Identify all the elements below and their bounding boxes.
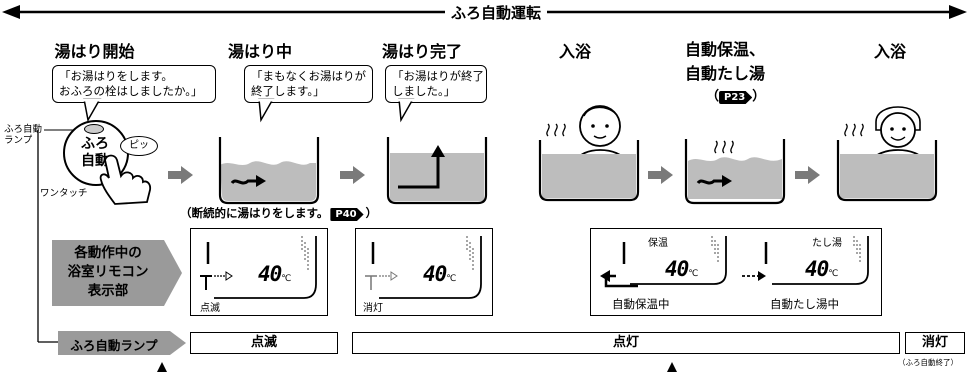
- button-lamp-indicator: [84, 124, 104, 134]
- stage-filling: 湯はり中: [227, 42, 292, 61]
- display-section-sign: [52, 240, 182, 306]
- bathtub-filling-icon: [218, 137, 320, 205]
- page-title: ふろ自動運転: [445, 2, 548, 23]
- display-temp-3: 40℃: [665, 257, 699, 281]
- lamp-row-leader: [37, 130, 58, 343]
- lamp-off-note: （ふろ自動終了）: [898, 358, 958, 367]
- lamp-blink-box: 点滅: [190, 332, 338, 354]
- arrow-right-icon: [168, 166, 193, 184]
- stage-fill-done: 湯はり完了: [381, 42, 462, 61]
- arrow-right-icon: [648, 166, 673, 184]
- bubble-tail-icon: [398, 98, 415, 123]
- display-caption-4: 自動たし湯中: [770, 297, 839, 311]
- remote-display-panel-3: [590, 228, 882, 316]
- arrow-right-icon: [795, 166, 820, 184]
- speech-bubble-start: 「お湯はりをします。 おふろの栓はしましたか。」: [52, 65, 216, 103]
- display-top-label-3: 保温: [648, 238, 668, 249]
- up-mark-icon: [157, 362, 167, 372]
- lamp-label: ふろ自動 ランプ: [4, 124, 43, 146]
- stage-bathing-1: 入浴: [558, 42, 591, 61]
- display-status-1: 点滅: [200, 303, 220, 314]
- stage-fill-start: 湯はり開始: [54, 42, 135, 61]
- bath-auto-button-label: ふろ 自動: [81, 136, 109, 169]
- page-ref-p23: （P23）: [706, 89, 766, 104]
- display-temp-2: 40℃: [423, 262, 457, 286]
- ref-badge: P40: [330, 208, 364, 221]
- arrow-right-icon: [340, 166, 365, 184]
- lamp-off-box: 消灯: [905, 332, 965, 354]
- stage-bathing-2: 入浴: [873, 42, 906, 61]
- display-frame-icon: [600, 236, 727, 288]
- intermittent-note: （断続的に湯はりをします。P40）: [180, 206, 378, 221]
- finger-icon: [99, 154, 152, 205]
- speech-bubble-filling: 「まもなくお湯はりが 終了します。」: [244, 65, 373, 103]
- bathtub-keep-warm-icon: [684, 139, 786, 205]
- bathtub-bathing-person-icon: [836, 106, 938, 202]
- bathtub-full-icon: [386, 137, 488, 205]
- display-frame-icon: [200, 236, 317, 299]
- display-top-label-4: たし湯: [812, 238, 842, 249]
- display-temp-1: 40℃: [258, 262, 292, 286]
- one-touch-label: ワンタッチ: [40, 188, 88, 199]
- speech-bubble-done: 「お湯はりが終了 しました。」: [385, 65, 487, 103]
- display-status-2: 消灯: [363, 303, 383, 314]
- ref-badge: P23: [719, 91, 753, 104]
- display-frame-icon: [365, 236, 482, 299]
- bubble-tail-icon: [83, 98, 102, 123]
- display-section-label: 各動作中の 浴室リモコン 表示部: [67, 245, 149, 299]
- display-caption-3: 自動保温中: [612, 297, 670, 311]
- lamp-row-label: ふろ自動ランプ: [70, 338, 158, 353]
- lamp-on-box: 点灯: [352, 332, 900, 354]
- up-mark-icon: [667, 362, 677, 372]
- stage-auto-keep-warm: 自動保温、 自動たし湯: [684, 40, 765, 83]
- display-frame-icon: [742, 236, 869, 285]
- bathtub-bathing-person-icon: [538, 105, 640, 202]
- display-temp-4: 40℃: [805, 257, 839, 281]
- bubble-tail-icon: [258, 98, 275, 123]
- lamp-row-sign: [58, 331, 186, 355]
- beep-bubble: ピッ: [120, 136, 158, 156]
